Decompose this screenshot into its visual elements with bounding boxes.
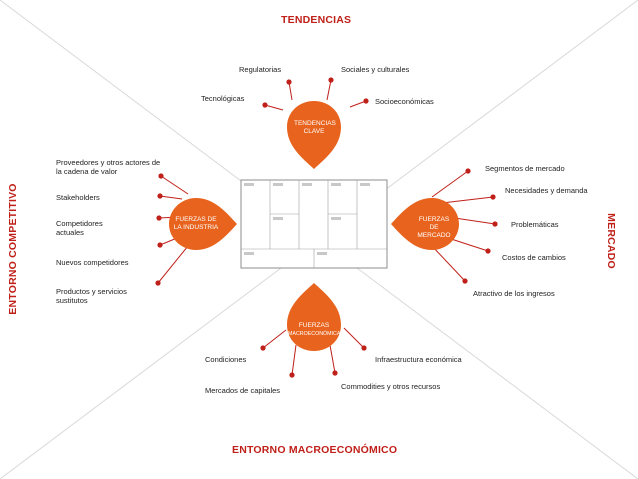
tendencias-clave-label: TENDENCIAS CLAVE: [294, 120, 336, 135]
heading-mercado: MERCADO: [605, 213, 617, 269]
label-problematicas: Problemáticas: [511, 220, 559, 229]
heading-entorno-macroeconomico: ENTORNO MACROECONÓMICO: [232, 444, 398, 456]
tendencias-drop: [287, 101, 341, 169]
industria-drop: [169, 198, 237, 250]
label-tecnologicas: Tecnológicas: [201, 94, 245, 103]
fuerzas-macro-subtitle: MACROECONÓMICAS: [288, 331, 344, 337]
label-infraestructura: Infraestructura económica: [375, 355, 462, 364]
label-segmentos: Segmentos de mercado: [485, 164, 565, 173]
label-nuevos-competidores: Nuevos competidores: [56, 258, 129, 267]
label-costos-cambios: Costos de cambios: [502, 253, 566, 262]
business-model-canvas-thumbnail: [240, 179, 388, 269]
heading-tendencias: TENDENCIAS: [281, 14, 352, 26]
fuerzas-macro-title: FUERZAS: [298, 322, 330, 329]
label-socioeconomicas: Socioeconómicas: [375, 97, 434, 106]
label-condiciones: Condiciones: [205, 355, 247, 364]
label-commodities: Commodities y otros recursos: [341, 382, 441, 391]
label-proveedores: Proveedores y otros actores de la cadena…: [56, 158, 161, 176]
heading-entorno-competitivo: ENTORNO COMPETITIVO: [7, 183, 19, 315]
fuerzas-macro-label: FUERZAS MACROECONÓMICAS: [288, 322, 344, 338]
label-regulatorias: Regulatorias: [239, 65, 282, 74]
label-productos-sustitutos: Productos y servicios sustitutos: [56, 287, 127, 305]
fuerzas-industria-label: FUERZAS DE LA INDUSTRIA: [173, 216, 219, 231]
connector-dots: [155, 77, 498, 378]
fuerzas-mercado-label: FUERZAS DE MERCADO: [417, 216, 451, 239]
connector-lines: [157, 79, 496, 376]
label-stakeholders: Stakeholders: [56, 193, 100, 202]
label-sociales-culturales: Sociales y culturales: [341, 65, 410, 74]
label-necesidades: Necesidades y demanda: [505, 186, 588, 195]
label-atractivo-ingresos: Atractivo de los ingresos: [473, 289, 555, 298]
label-mercados-capitales: Mercados de capitales: [205, 386, 281, 395]
label-competidores: Competidores actuales: [56, 219, 103, 237]
mercado-drop: [391, 198, 459, 250]
macro-drop: [287, 283, 341, 351]
